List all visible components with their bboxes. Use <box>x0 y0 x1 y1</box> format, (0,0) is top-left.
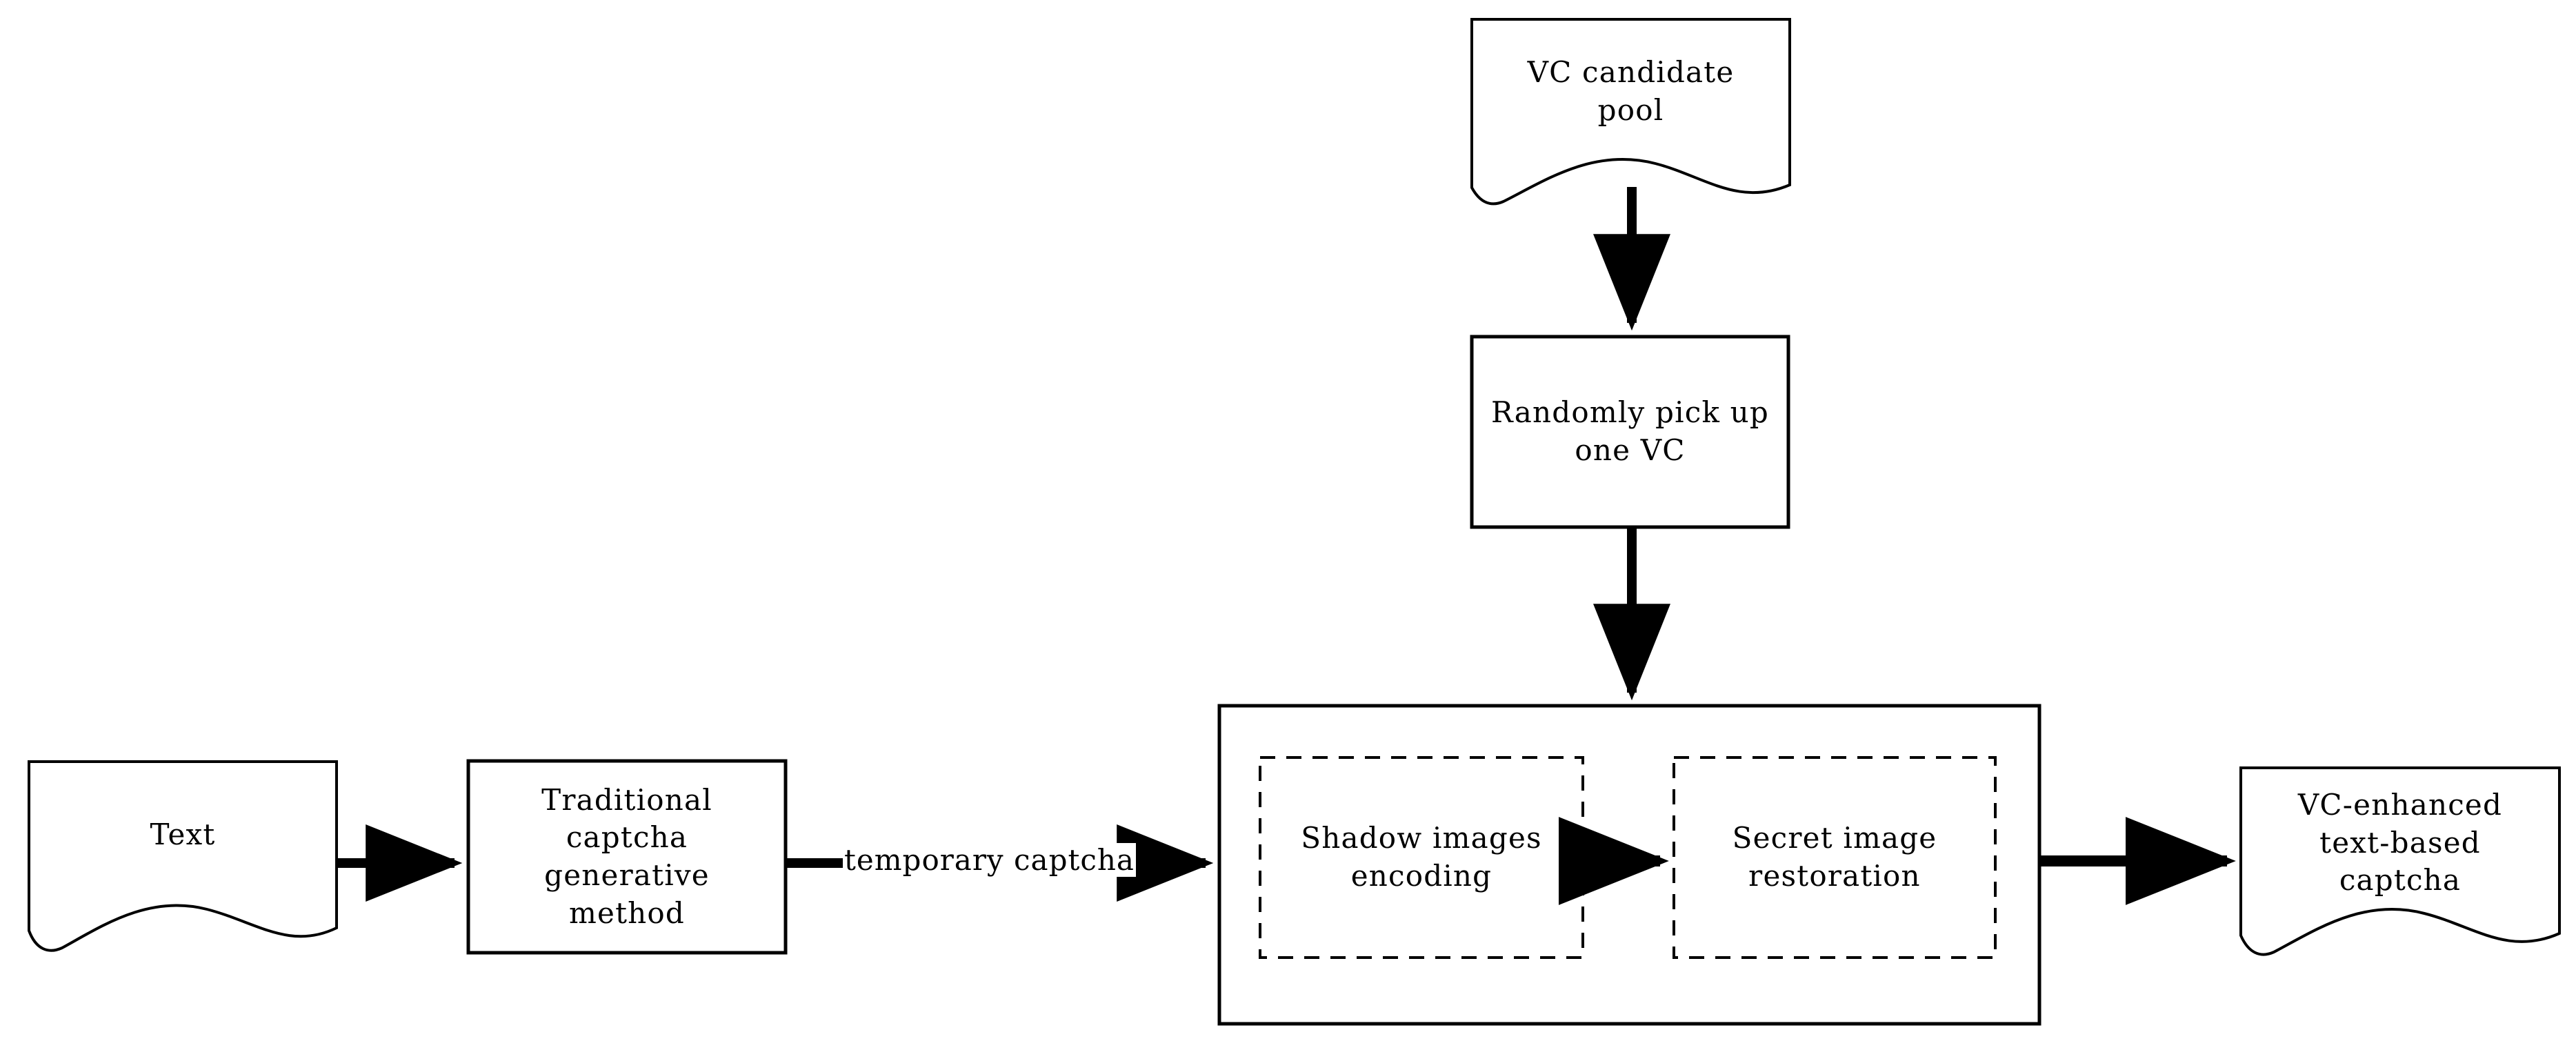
randomly-pick-one-vc-shape <box>1470 335 1790 529</box>
traditional-captcha-method-shape <box>466 759 788 955</box>
node-secret-image-restoration[interactable] <box>1674 757 1995 958</box>
node-shadow-images-encoding[interactable] <box>1260 757 1583 958</box>
node-randomly-pick-one-vc[interactable] <box>1472 337 1788 527</box>
node-vc-candidate-pool[interactable] <box>1472 19 1790 207</box>
node-traditional-captcha-method[interactable] <box>468 761 786 953</box>
edge-label-temporary-captcha: temporary captcha <box>843 843 1136 877</box>
text-source-shape <box>28 760 338 952</box>
node-vc-enhanced-captcha[interactable] <box>2241 768 2559 960</box>
vc-candidate-pool-shape <box>1470 18 1791 206</box>
node-text-source[interactable] <box>29 762 337 953</box>
secret-image-restoration-shape <box>1673 756 1997 959</box>
vc-enhanced-captcha-shape <box>2239 766 2561 956</box>
